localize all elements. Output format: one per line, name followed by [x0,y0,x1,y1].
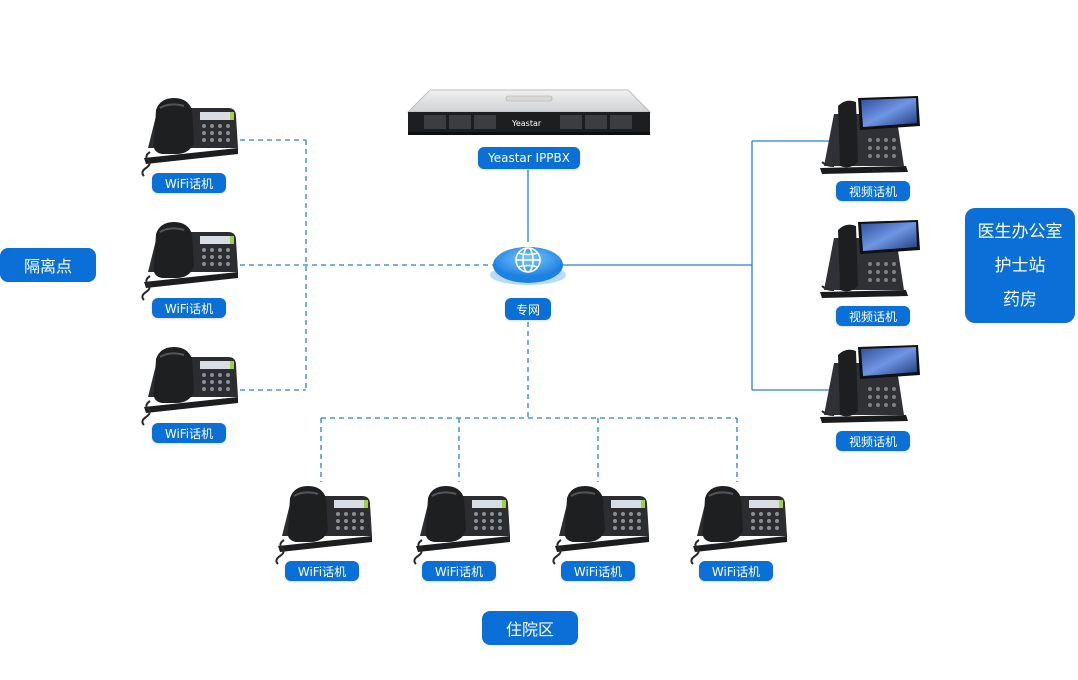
connection-lines [240,139,830,482]
wifi-phone-label: WiFi话机 [422,561,496,581]
wifi-phone-label: WiFi话机 [152,423,226,443]
office-zone-label: 医生办公室 护士站 药房 [965,208,1075,323]
video-phone-1 [819,95,921,175]
globe-icon [515,247,541,273]
wifi-phone-inpatient-3 [552,485,650,565]
wifi-phone-label: WiFi话机 [561,561,635,581]
video-phone-label: 视频话机 [836,431,910,451]
server-label: Yeastar IPPBX [478,147,580,169]
wifi-phone-inpatient-4 [690,485,788,565]
video-phone-2 [819,219,921,299]
video-phone-3 [819,344,921,424]
wifi-phone-label: WiFi话机 [152,298,226,318]
network-globe [490,247,566,285]
wifi-phone-label: WiFi话机 [699,561,773,581]
wifi-phone-label: WiFi话机 [285,561,359,581]
office-zone-doctor-office: 医生办公室 [977,221,1063,242]
video-phone-label: 视频话机 [836,181,910,201]
ippbx-server: Yeastar [406,89,652,135]
wifi-phone-inpatient-1 [275,485,373,565]
network-label: 专网 [505,298,551,320]
wifi-phone-left-3 [141,346,239,426]
wifi-phone-left-1 [141,97,239,177]
office-zone-pharmacy: 药房 [1003,289,1037,310]
wifi-phone-left-2 [141,221,239,301]
inpatient-zone-label: 住院区 [482,611,578,645]
wifi-phone-inpatient-2 [413,485,511,565]
wifi-phone-label: WiFi话机 [152,173,226,193]
video-phone-label: 视频话机 [836,306,910,326]
server-brand: Yeastar [511,119,542,128]
isolation-zone-label: 隔离点 [0,248,96,282]
office-zone-nurse-station: 护士站 [994,255,1046,276]
